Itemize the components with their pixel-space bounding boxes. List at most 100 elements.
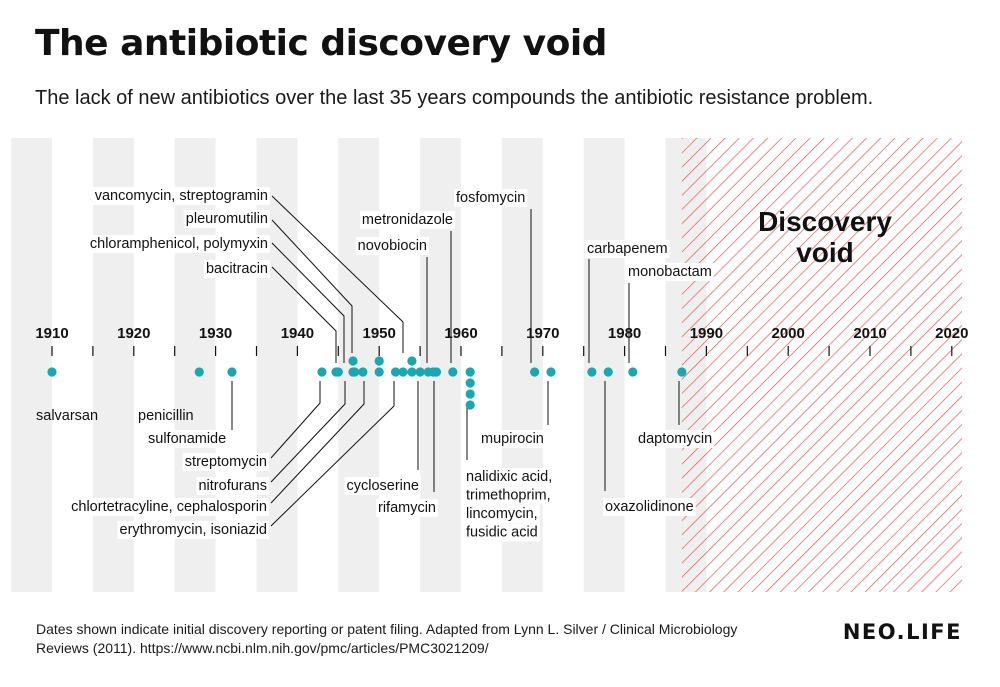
leader-line	[271, 195, 404, 353]
leader-line	[270, 381, 365, 504]
discovery-label: streptomycin	[185, 454, 267, 470]
x-tick-label: 1990	[690, 325, 723, 342]
discovery-point	[465, 367, 475, 377]
x-tick-label: 2010	[853, 325, 886, 342]
source-footnote: Dates shown indicate initial discovery r…	[36, 621, 738, 656]
discovery-point	[428, 367, 438, 377]
discovery-point	[603, 367, 613, 377]
x-tick-label: 1960	[444, 325, 477, 342]
discovery-label: novobiocin	[358, 238, 427, 254]
discovery-point	[47, 367, 57, 377]
label-backdrop	[464, 505, 540, 523]
discovery-point	[374, 356, 384, 366]
discovery-point	[374, 367, 384, 377]
x-tick-label: 1940	[281, 325, 314, 342]
discovery-label: mupirocin	[481, 431, 544, 447]
discovery-point	[350, 367, 360, 377]
label-backdrop	[183, 210, 270, 228]
decade-band	[11, 138, 53, 592]
discovery-label: chlortetracyline, cephalosporin	[71, 499, 267, 515]
discovery-point	[407, 367, 417, 377]
label-backdrop	[182, 453, 269, 471]
discovery-label: carbapenem	[587, 241, 668, 257]
decade-band	[92, 138, 134, 592]
label-backdrop	[69, 498, 269, 516]
label-backdrop	[585, 240, 670, 258]
x-tick-label: 1920	[117, 325, 150, 342]
label-backdrop	[355, 237, 429, 255]
x-tick-label: 1950	[363, 325, 396, 342]
discovery-point	[546, 367, 556, 377]
discovery-point	[628, 367, 638, 377]
discovery-label: trimethoprim,	[466, 488, 551, 504]
label-backdrop	[626, 263, 714, 281]
x-tick-label: 1970	[526, 325, 559, 342]
discovery-label: salvarsan	[36, 408, 98, 424]
discovery-label: lincomycin,	[466, 506, 538, 522]
label-backdrop	[117, 521, 269, 539]
discovery-label: vancomycin, streptogramin	[95, 188, 268, 204]
discovery-label: sulfonamide	[148, 431, 226, 447]
discovery-label: erythromycin, isoniazid	[120, 522, 267, 538]
label-backdrop	[464, 523, 540, 542]
chart-subtitle: The lack of new antibiotics over the las…	[35, 87, 874, 109]
label-backdrop	[87, 235, 270, 253]
discovery-point	[530, 367, 540, 377]
discovery-points	[47, 356, 687, 410]
label-backdrop	[196, 477, 269, 495]
discovery-point	[465, 400, 475, 410]
label-backdrop	[375, 499, 438, 517]
discovery-point	[333, 367, 343, 377]
discovery-label: nalidixic acid,	[466, 469, 552, 485]
leader-line	[270, 381, 395, 527]
x-tick-label: 1930	[199, 325, 232, 342]
brand-logo: NEO.LIFE	[842, 620, 962, 644]
discovery-point	[407, 356, 417, 366]
discovery-point	[358, 367, 368, 377]
discovery-point	[677, 367, 687, 377]
discovery-label: penicillin	[138, 408, 194, 424]
discovery-point	[465, 378, 475, 388]
label-backdrop	[603, 498, 696, 516]
discovery-labels: salvarsan penicillin sulfonamide streptomyc…	[36, 187, 715, 542]
label-backdrop	[203, 260, 270, 278]
x-tick-label: 2000	[772, 325, 805, 342]
label-backdrop	[359, 211, 455, 229]
leader-line	[271, 266, 337, 363]
discovery-label: chloramphenicol, polymyxin	[90, 236, 268, 252]
discovery-label: monobactam	[628, 264, 712, 280]
leader-line	[270, 381, 321, 459]
discovery-point	[317, 367, 327, 377]
label-backdrop	[92, 187, 270, 205]
discovery-point	[465, 389, 475, 399]
discovery-label: bacitracin	[206, 261, 268, 277]
discovery-label: fosfomycin	[456, 190, 525, 206]
label-backdrop	[464, 468, 555, 486]
discovery-point	[390, 367, 401, 377]
discovery-label: rifamycin	[378, 500, 436, 516]
decade-band	[583, 138, 625, 592]
discovery-label: cycloserine	[346, 478, 419, 494]
x-tick-label: 1910	[35, 325, 68, 342]
discovery-label: daptomycin	[638, 431, 712, 447]
discovery-label: fusidic acid	[466, 525, 538, 541]
void-label-line-2: void	[796, 237, 854, 268]
label-backdrop	[636, 430, 715, 448]
discovery-point	[448, 367, 458, 377]
label-backdrop	[146, 430, 229, 448]
discovery-label: pleuromutilin	[186, 211, 268, 227]
x-tick-label: 1980	[608, 325, 641, 342]
leader-line	[271, 219, 353, 353]
discovery-label: metronidazole	[362, 212, 453, 228]
void-label-line-1: Discovery	[758, 206, 892, 237]
x-tick-label: 2020	[935, 325, 968, 342]
decade-bands	[11, 138, 707, 592]
leader-lines	[231, 195, 680, 527]
void-hatch	[681, 138, 962, 592]
leader-line	[271, 242, 345, 363]
chart-title: The antibiotic discovery void	[35, 23, 607, 64]
label-backdrop	[454, 189, 528, 207]
